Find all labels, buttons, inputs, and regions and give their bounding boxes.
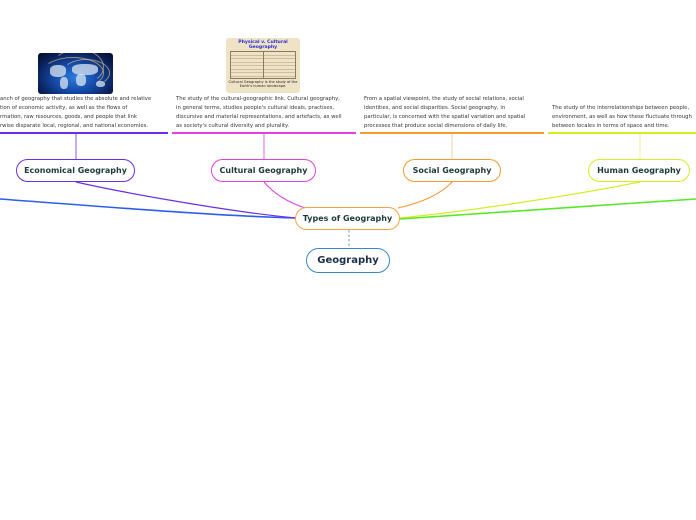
topic-cultural-geography[interactable]: Cultural Geography bbox=[211, 159, 316, 182]
note-cultural: The study of the cultural-geographic lin… bbox=[176, 96, 342, 129]
note-economical: anch of geography that studies the absol… bbox=[0, 96, 152, 129]
central-topic-geography[interactable]: Geography bbox=[306, 248, 390, 273]
topic-economical-geography[interactable]: Economical Geography bbox=[16, 159, 135, 182]
note-social: From a spatial viewpoint, the study of s… bbox=[364, 96, 526, 129]
topic-social-geography[interactable]: Social Geography bbox=[403, 159, 501, 182]
topic-types-of-geography[interactable]: Types of Geography bbox=[295, 207, 400, 230]
note-underline-cultural bbox=[172, 132, 356, 134]
physical-vs-cultural-image: Physical v. Cultural Geography Cultural … bbox=[226, 38, 300, 93]
central-topic-label: Geography bbox=[317, 255, 379, 266]
topic-label: Types of Geography bbox=[302, 214, 393, 223]
image-title: Physical v. Cultural Geography bbox=[238, 40, 288, 50]
topic-label: Cultural Geography bbox=[219, 166, 308, 175]
note-underline-economical bbox=[0, 132, 168, 134]
image-table bbox=[230, 51, 296, 79]
topic-label: Social Geography bbox=[412, 166, 492, 175]
note-human: The study of the interrelationships betw… bbox=[552, 105, 692, 129]
topic-human-geography[interactable]: Human Geography bbox=[588, 159, 690, 182]
topic-label: Economical Geography bbox=[24, 166, 127, 175]
image-caption: Cultural Geography is the study of the E… bbox=[228, 80, 298, 88]
topic-label: Human Geography bbox=[597, 166, 681, 175]
note-underline-social bbox=[360, 132, 544, 134]
world-map-image bbox=[38, 53, 113, 94]
note-underline-human bbox=[548, 132, 696, 134]
